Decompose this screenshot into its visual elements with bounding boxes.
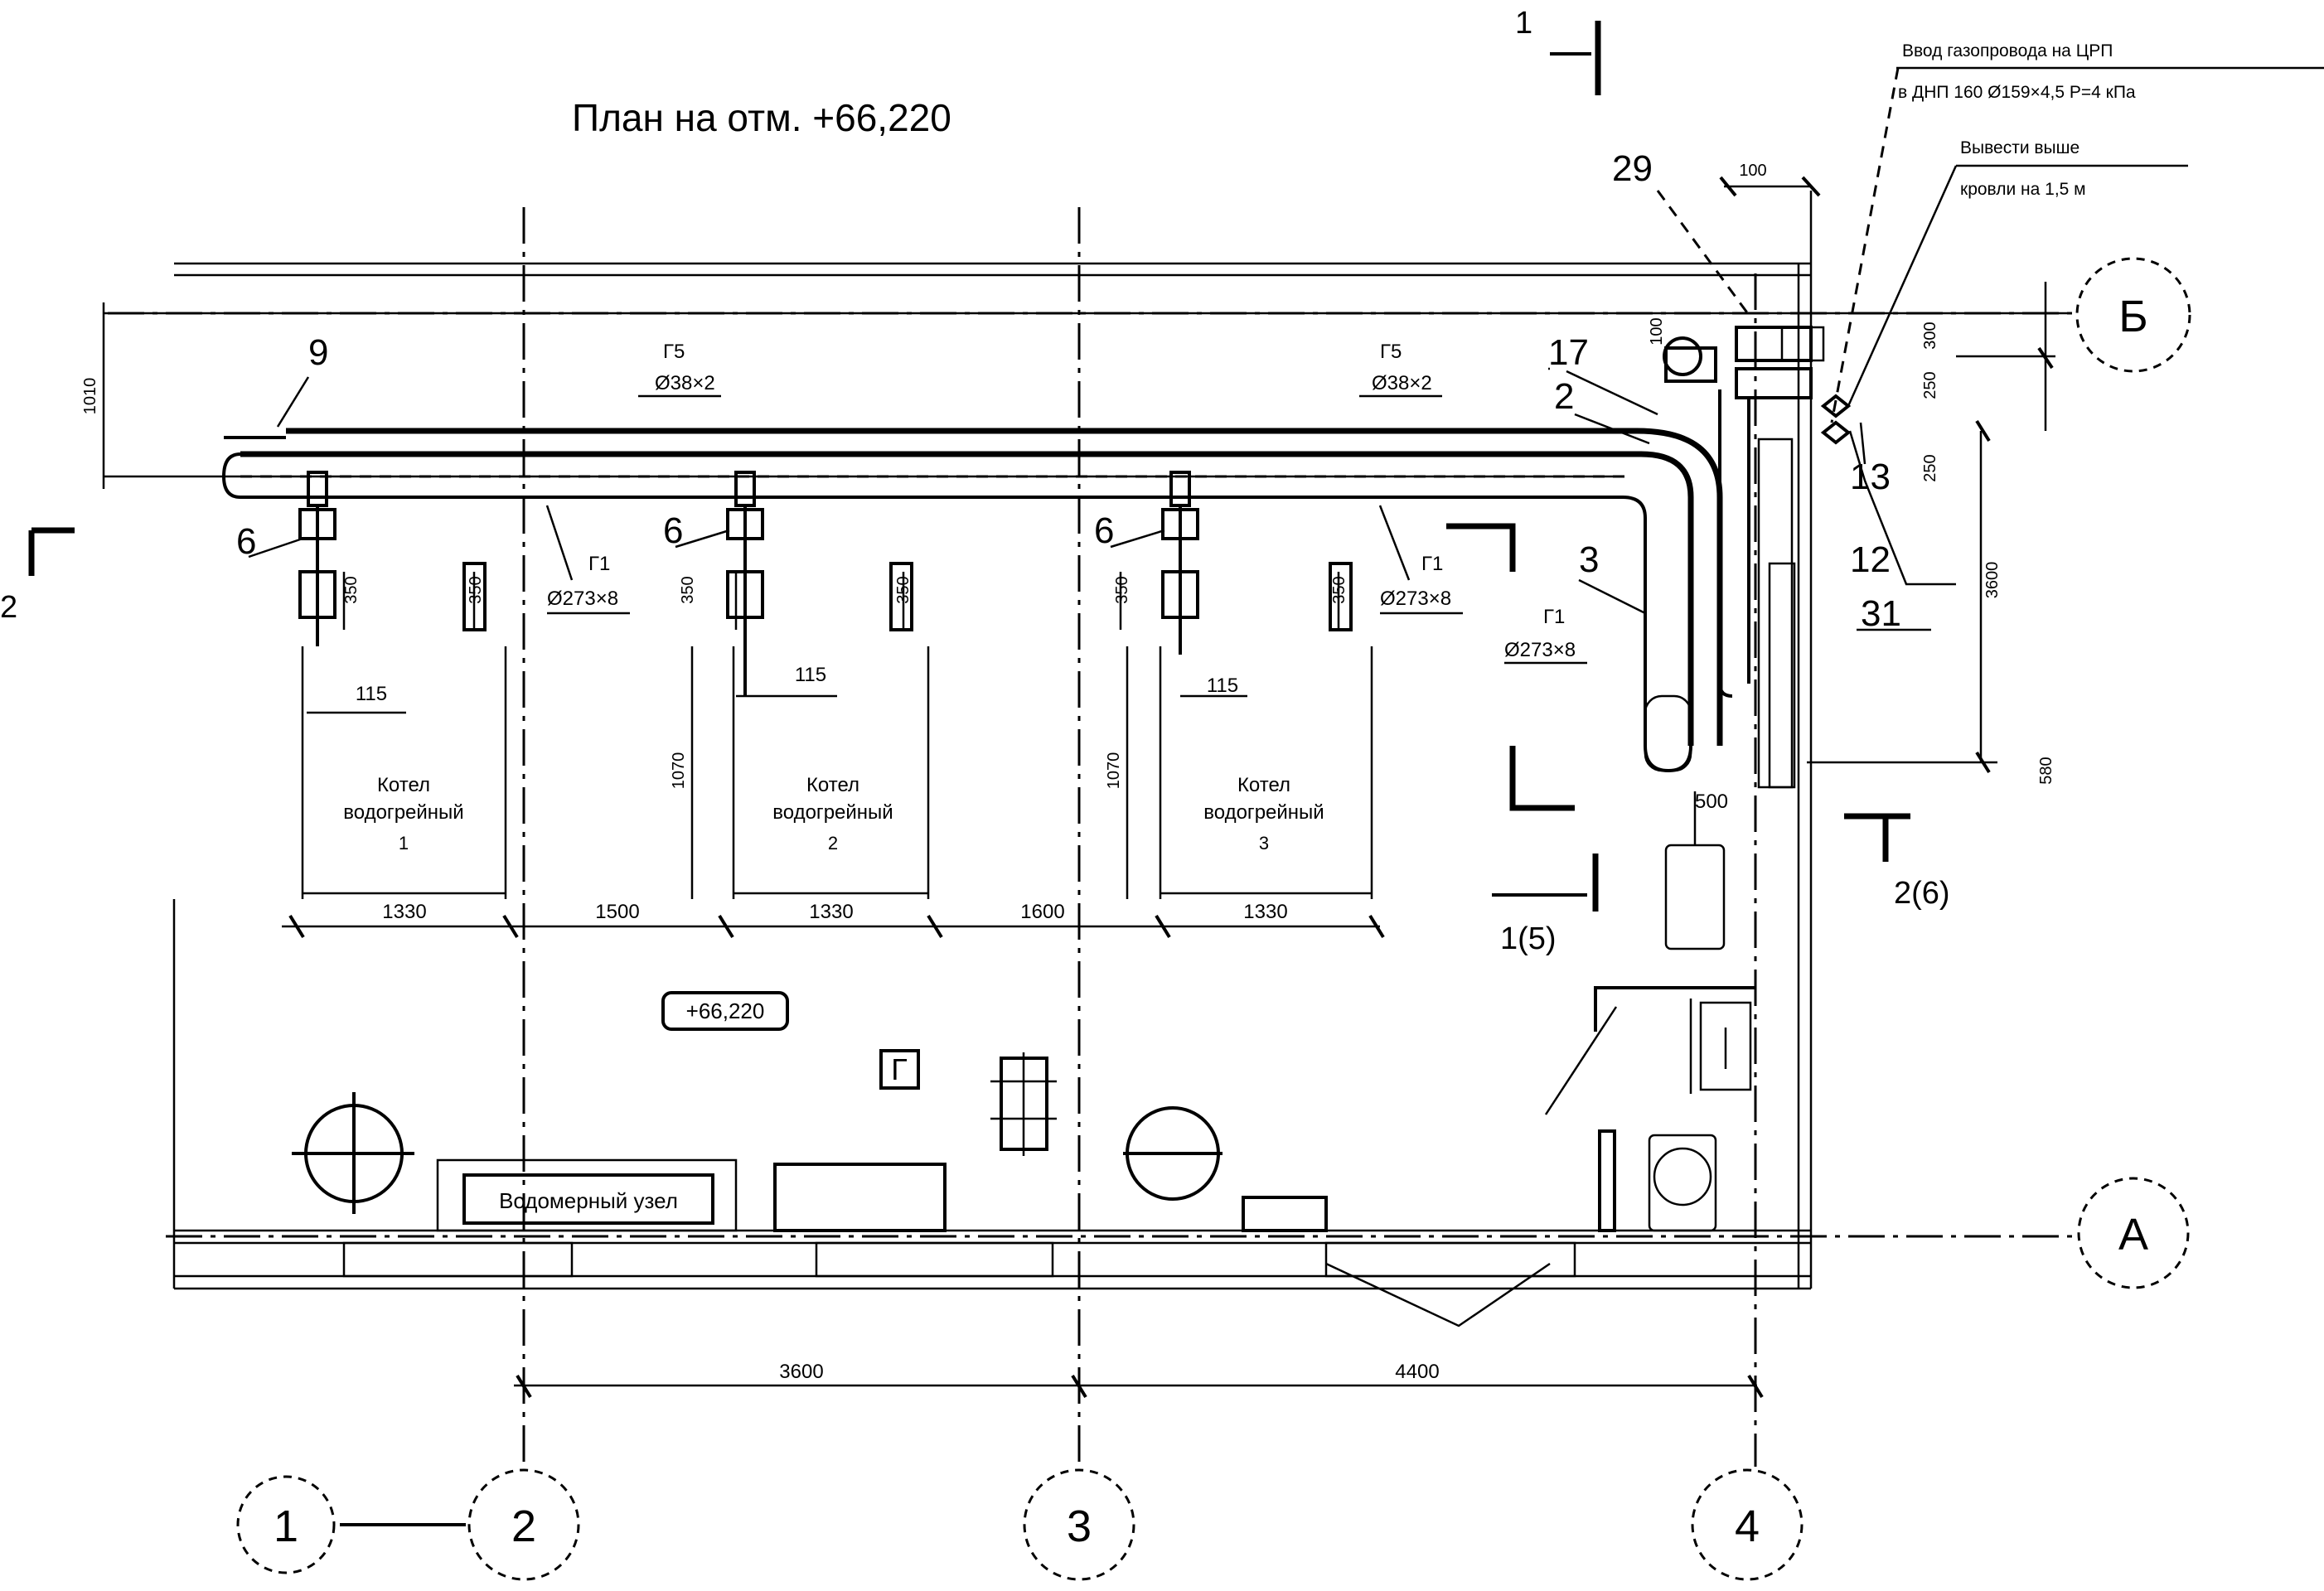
callout-29: 29 (1612, 148, 1653, 189)
section-mark-right-26: 2(6) (1894, 876, 1950, 911)
section-mark-top-1: 1 (1515, 6, 1532, 41)
axis-label-1: 1 (274, 1502, 298, 1551)
dim-100: 100 (1739, 162, 1766, 180)
callout-9: 9 (308, 332, 328, 373)
dim-1330-a: 1330 (382, 901, 426, 923)
building-walls (172, 191, 1813, 1290)
dim-350-small-1: 350 (467, 576, 485, 603)
boiler-3-line3: 3 (1259, 833, 1269, 854)
pipe-label-g1-c: Г1 (1543, 606, 1565, 628)
dim-3600: 3600 (779, 1361, 823, 1383)
dim-350-b: 350 (679, 576, 697, 603)
section-mark-mid-15: 1(5) (1500, 921, 1557, 956)
dimension-lines (102, 185, 2072, 1399)
boiler-1-line2: водогрейный (343, 801, 463, 824)
dim-250: 250 (1921, 371, 1939, 399)
boiler-outlines (301, 646, 1373, 899)
axis-label-b: Б (2118, 292, 2147, 341)
axis-label-4: 4 (1735, 1502, 1760, 1551)
pipe-label-g5-b-dim: Ø38×2 (1372, 372, 1432, 394)
axis-label-3: 3 (1067, 1502, 1092, 1551)
bottom-equipment: Водомерный узел +66,220 Г (292, 991, 1551, 1327)
room-tag: Г (891, 1052, 908, 1086)
note-leaders (1656, 66, 2324, 631)
dim-250-top: 250 (1921, 454, 1939, 481)
callout-12: 12 (1850, 539, 1891, 580)
dim-1010: 1010 (81, 378, 99, 415)
dim-1600: 1600 (1020, 901, 1064, 923)
axis-bubble-b (2075, 257, 2191, 373)
dim-1500: 1500 (595, 901, 639, 923)
dim-115-a: 115 (356, 683, 387, 705)
callout-6-c: 6 (1094, 510, 1114, 551)
pipe-label-g1-a: Г1 (588, 553, 610, 575)
note-gas-line1: Ввод газопровода на ЦРП (1902, 41, 2113, 60)
dim-1330-c: 1330 (1243, 901, 1287, 923)
dim-350-small-3: 350 (1330, 576, 1348, 603)
pipe-label-g5-a: Г5 (663, 341, 685, 363)
pipe-label-g5-b: Г5 (1380, 341, 1402, 363)
note-vent-line1: Вывести выше (1960, 138, 2079, 157)
callout-13: 13 (1850, 457, 1891, 497)
dim-4400: 4400 (1395, 1361, 1439, 1383)
callout-6-b: 6 (663, 510, 683, 551)
boiler-branches (298, 471, 1353, 714)
callout-leaders (248, 367, 1658, 615)
note-vent-line2: кровли на 1,5 м (1960, 180, 2086, 199)
dim-115-b: 115 (795, 664, 826, 686)
plan-title: План на отм. +66,220 (572, 96, 951, 139)
boiler-2-line1: Котел (806, 774, 859, 796)
callout-2: 2 (1554, 376, 1574, 417)
axis-bubble-1 (236, 1475, 336, 1574)
callout-3: 3 (1579, 539, 1599, 580)
pipe-label-g1-b-dim: Ø273×8 (1380, 588, 1451, 610)
dim-1330-b: 1330 (809, 901, 853, 923)
axis-label-2: 2 (511, 1502, 536, 1551)
dim-500: 500 (1695, 791, 1728, 813)
section-corners (28, 21, 1910, 912)
boiler-1-line3: 1 (399, 833, 409, 854)
callout-17: 17 (1548, 332, 1589, 373)
water-unit-label: Водомерный узел (499, 1188, 678, 1213)
dim-1070-a: 1070 (670, 752, 688, 790)
axis-bubbles: 1 2 3 4 Б А (236, 257, 2191, 1581)
axis-bubble-2 (467, 1468, 580, 1581)
pipe-label-g5-a-dim: Ø38×2 (655, 372, 715, 394)
section-mark-left-2: 2 (0, 590, 17, 625)
axis-bubble-4 (1691, 1468, 1804, 1581)
elevation-tag: +66,220 (686, 999, 765, 1023)
dim-350-a: 350 (342, 576, 361, 603)
callout-31: 31 (1861, 593, 1901, 634)
minor-ticks (1719, 176, 2054, 774)
dim-1070-b: 1070 (1105, 752, 1123, 790)
axis-label-a: А (2118, 1210, 2148, 1260)
dim-300: 300 (1921, 322, 1939, 349)
axis-bubble-a (2077, 1177, 2190, 1289)
boiler-2-line2: водогрейный (772, 801, 893, 824)
dim-3600-v: 3600 (1983, 562, 2002, 599)
boiler-3-line2: водогрейный (1203, 801, 1324, 824)
dim-350-c: 350 (1113, 576, 1131, 603)
dim-100-v: 100 (1648, 317, 1666, 345)
pipe-label-g1-a-dim: Ø273×8 (547, 588, 618, 610)
boiler-2-line3: 2 (828, 833, 838, 854)
boiler-1-line1: Котел (377, 774, 430, 796)
note-gas-line2: в ДНП 160 Ø159×4,5 Р=4 кПа (1898, 83, 2136, 102)
dim-350-small-2: 350 (894, 576, 913, 603)
axis-bubble-3 (1023, 1468, 1135, 1581)
right-equipment (1544, 791, 1755, 1232)
boiler-3-line1: Котел (1237, 774, 1290, 796)
pipe-label-g1-b: Г1 (1421, 553, 1443, 575)
dim-115-c: 115 (1207, 675, 1238, 697)
gas-pipeline-main (221, 326, 1813, 789)
dim-580: 580 (2037, 757, 2055, 784)
pipe-label-g1-c-dim: Ø273×8 (1504, 639, 1576, 661)
